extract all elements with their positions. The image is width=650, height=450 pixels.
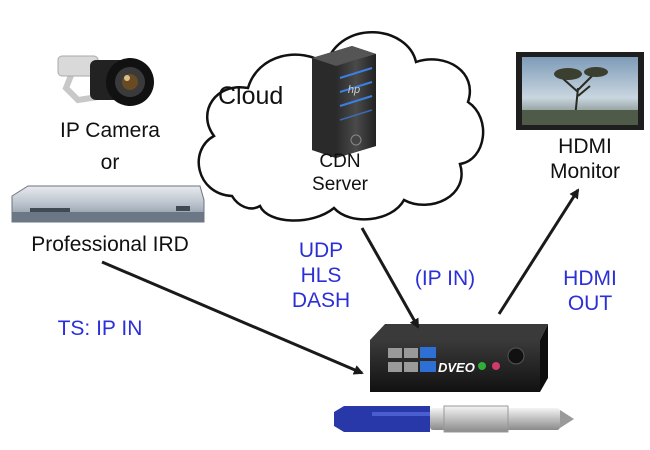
protocol-hls: HLS — [300, 264, 342, 287]
camera-icon — [57, 55, 154, 106]
protocol-udp: UDP — [298, 239, 344, 262]
protocol-dash: DASH — [291, 289, 351, 312]
or-label: or — [100, 151, 120, 174]
server-icon — [312, 46, 376, 158]
cdn-label-line-1: CDN — [319, 151, 361, 172]
device-brand-text: DVEO — [438, 360, 475, 375]
hdmi-monitor-label: HDMI Monitor — [530, 134, 640, 184]
ts-ip-in-label: TS: IP IN — [57, 317, 143, 340]
arrow-ird-to-device — [101, 260, 364, 375]
hdmi-out-label: HDMI OUT — [550, 266, 630, 316]
hdmi-out-line-1: HDMI — [563, 267, 617, 290]
cdn-server-label: CDN Server — [300, 150, 380, 196]
hdmi-monitor-line-2: Monitor — [549, 160, 621, 183]
hdmi-out-line-2: OUT — [567, 292, 613, 315]
monitor-icon — [516, 52, 644, 130]
cloud-label: Cloud — [218, 82, 284, 110]
ird-box-icon — [11, 185, 205, 223]
hp-logo: hp — [347, 84, 361, 96]
arrow-cdn-to-device — [360, 227, 420, 329]
professional-ird-label: Professional IRD — [31, 233, 189, 256]
pen-icon — [334, 405, 574, 433]
encoder-device-icon: DVEO — [370, 324, 548, 392]
hdmi-monitor-line-1: HDMI — [558, 135, 612, 158]
ip-in-label: (IP IN) — [414, 267, 476, 290]
ip-camera-label: IP Camera — [60, 119, 160, 142]
protocols-label: UDP HLS DASH — [276, 238, 366, 313]
arrow-device-to-monitor — [497, 188, 580, 315]
cdn-label-line-2: Server — [312, 174, 368, 195]
